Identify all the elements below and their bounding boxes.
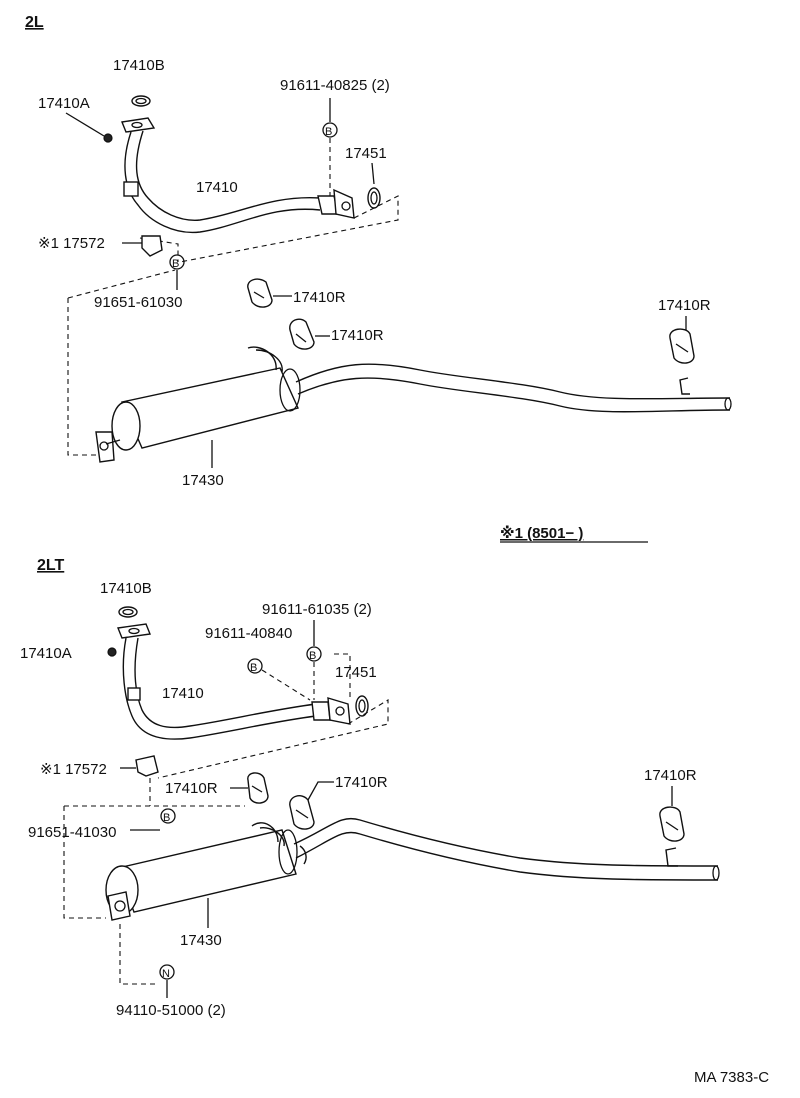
marker-b-bottom-1-text: B	[309, 650, 316, 662]
hanger-17410r-top-2	[289, 318, 315, 350]
diagram-reference-code: MA 7383-C	[694, 1069, 769, 1086]
label-91611-61035: 91611-61035 (2)	[262, 601, 372, 618]
label-91611-40825: 91611-40825 (2)	[280, 77, 390, 94]
label-91651-61030: 91651-61030	[94, 294, 182, 311]
label-91611-40840: 91611-40840	[205, 625, 292, 642]
gasket-17451-top	[367, 187, 381, 209]
label-17410b-bottom: 17410B	[100, 580, 152, 597]
label-17410r-bottom-3: 17410R	[644, 767, 697, 784]
front-pipe-17410-top	[121, 117, 355, 234]
label-17451-top: 17451	[345, 145, 387, 162]
label-17410r-top-3: 17410R	[658, 297, 711, 314]
label-91651-41030: 91651-41030	[28, 824, 116, 841]
muffler-17430-top	[95, 346, 732, 463]
muffler-17430-bottom	[105, 818, 720, 921]
marker-b-bottom-3-text: B	[163, 812, 170, 824]
label-17572-bottom: ※1 17572	[40, 761, 107, 778]
bracket-17572-top	[141, 235, 163, 257]
marker-b-top-1	[322, 122, 338, 138]
label-17410-top: 17410	[196, 179, 238, 196]
marker-n-bottom	[159, 964, 175, 980]
bracket-17572-bottom	[135, 755, 159, 777]
hanger-17410r-top-3	[669, 328, 695, 364]
label-17410-bottom: 17410	[162, 685, 204, 702]
marker-b-bottom-2	[247, 658, 263, 674]
gasket-17410b-top	[131, 95, 151, 107]
label-17430-bottom: 17430	[180, 932, 222, 949]
marker-b-top-1-text: B	[325, 126, 332, 138]
section-title-2l: 2L	[25, 14, 44, 31]
marker-b-bottom-2-text: B	[250, 662, 257, 674]
hanger-17410r-bottom-1	[247, 772, 269, 804]
label-17451-bottom: 17451	[335, 664, 377, 681]
front-pipe-17410-bottom	[117, 623, 351, 740]
label-17410b-top: 17410B	[113, 57, 165, 74]
gasket-17451-bottom	[355, 695, 369, 717]
production-note: ※1 (8501− )	[500, 524, 583, 542]
label-17410a-bottom: 17410A	[20, 645, 72, 662]
nut-17410a-bottom	[107, 647, 117, 657]
hanger-17410r-bottom-2	[289, 795, 315, 830]
marker-b-top-2	[169, 254, 185, 270]
label-17410r-bottom-1: 17410R	[165, 780, 218, 797]
nut-17410a-top	[103, 133, 113, 143]
label-94110-51000: 94110-51000 (2)	[116, 1002, 226, 1019]
label-17410r-bottom-2: 17410R	[335, 774, 388, 791]
label-17410r-top-1: 17410R	[293, 289, 346, 306]
hanger-17410r-bottom-3	[659, 806, 685, 842]
label-17430-top: 17430	[182, 472, 224, 489]
marker-b-top-2-text: B	[172, 258, 179, 270]
label-17410a-top: 17410A	[38, 95, 90, 112]
label-17572-top: ※1 17572	[38, 235, 105, 252]
marker-b-bottom-3	[160, 808, 176, 824]
marker-b-bottom-1	[306, 646, 322, 662]
marker-n-bottom-text: N	[162, 968, 170, 980]
gasket-17410b-bottom	[118, 606, 138, 618]
hanger-17410r-top-1	[247, 278, 273, 308]
section-title-2lt: 2LT	[37, 557, 64, 574]
label-17410r-top-2: 17410R	[331, 327, 384, 344]
